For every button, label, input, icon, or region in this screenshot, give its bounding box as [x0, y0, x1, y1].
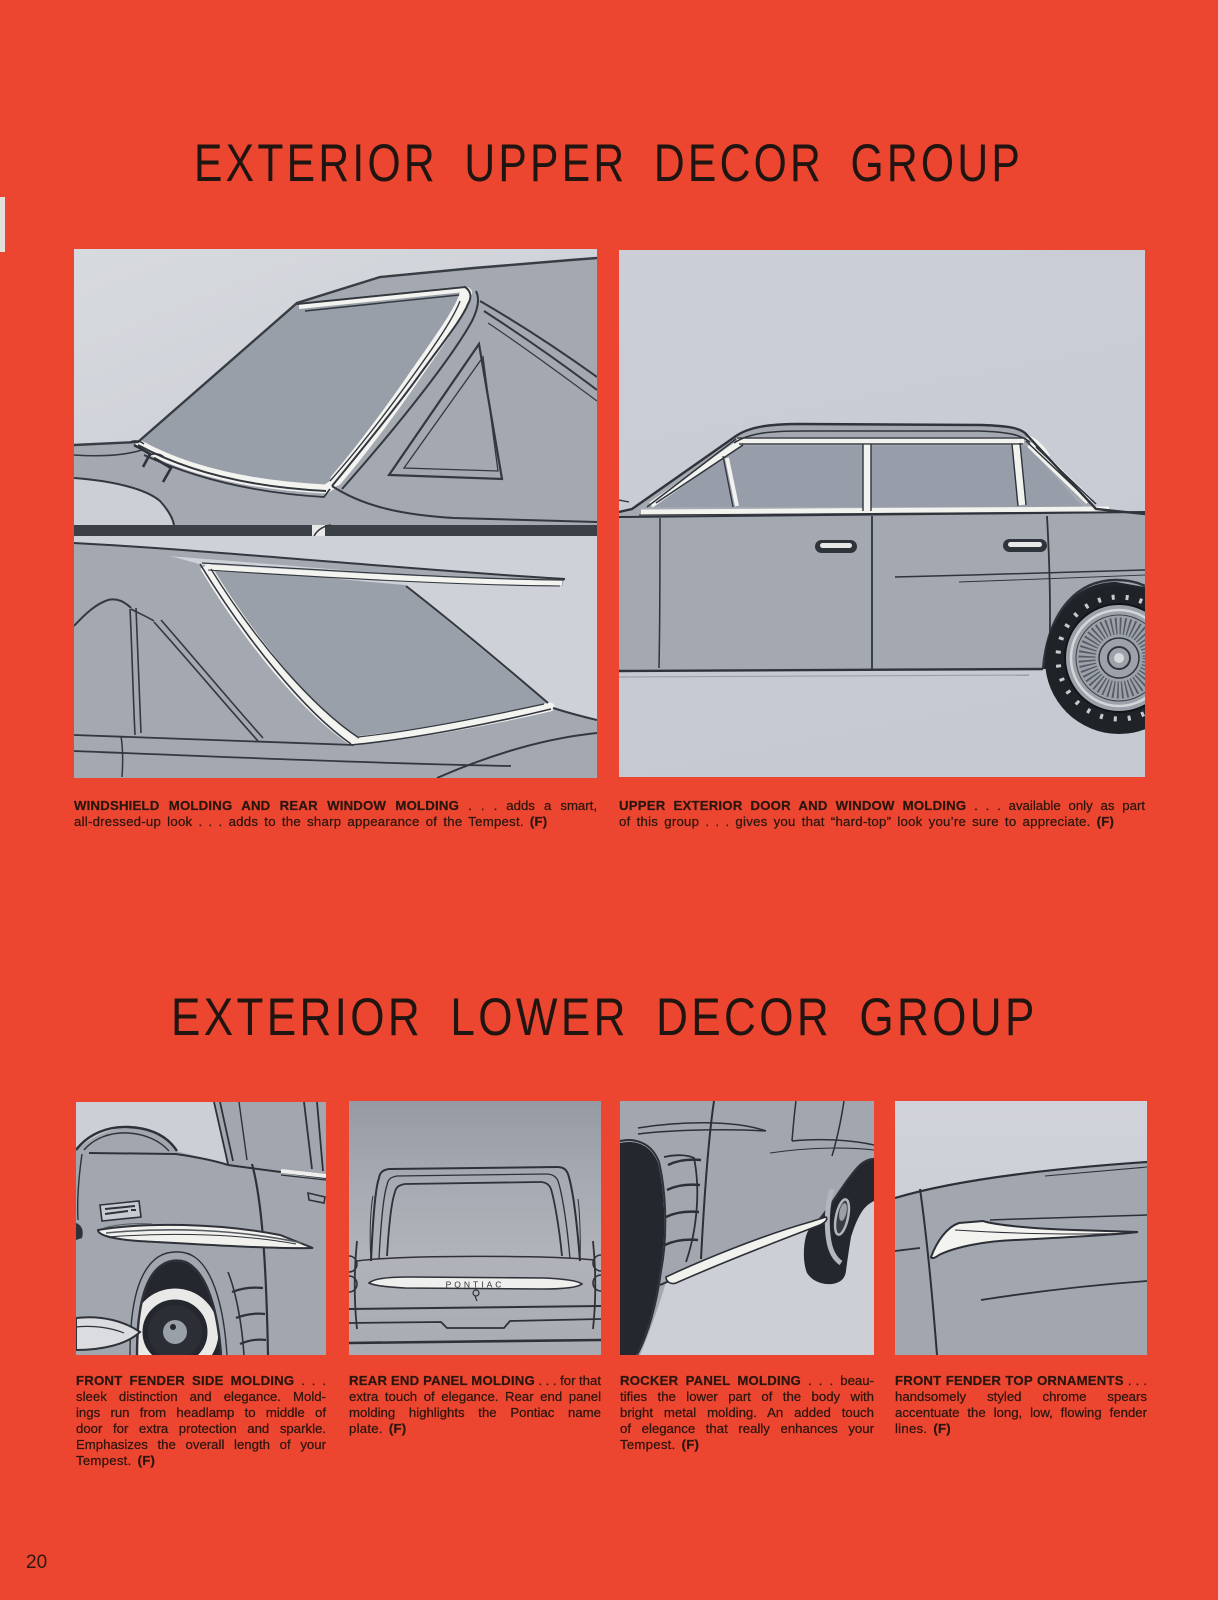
svg-text:PONTIAC: PONTIAC	[446, 1280, 505, 1290]
